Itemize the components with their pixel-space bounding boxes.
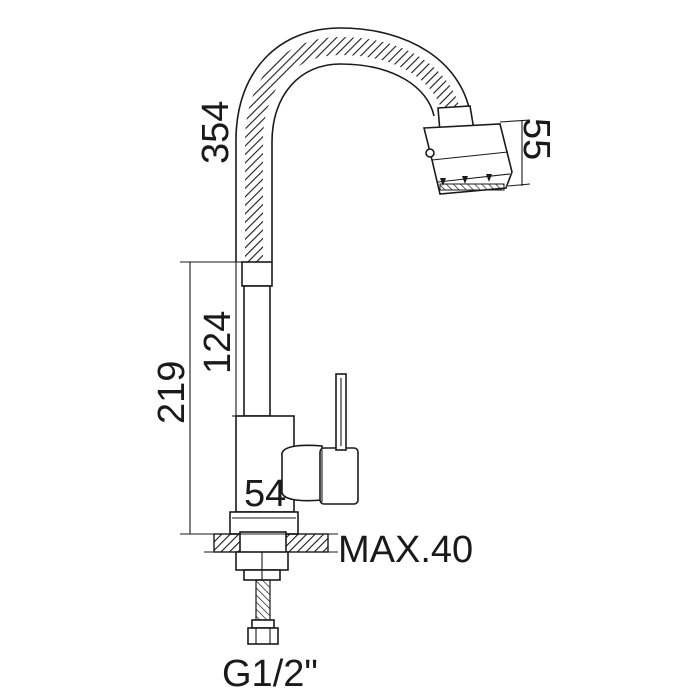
- flex-hose: [235, 27, 471, 262]
- deck-thickness-label: MAX.40: [338, 529, 473, 571]
- body-height-label: 124: [197, 311, 239, 374]
- countertop: [204, 531, 338, 555]
- supply-hose: [247, 579, 279, 645]
- base-width-label: 54: [244, 473, 286, 515]
- total-height-label: 219: [151, 361, 193, 424]
- base-collar: [229, 511, 299, 535]
- thread-label: G1/2": [222, 653, 318, 695]
- handle-lever: [335, 373, 347, 451]
- mounting-nut: [235, 551, 289, 581]
- faucet-column: [241, 261, 273, 417]
- spray-head: [422, 105, 513, 195]
- faucet-body: [235, 415, 359, 513]
- head-dimension: [499, 119, 531, 187]
- spout-height-label: 354: [195, 101, 237, 164]
- height-dimensions: [180, 261, 244, 535]
- head-size-label: 55: [515, 118, 557, 160]
